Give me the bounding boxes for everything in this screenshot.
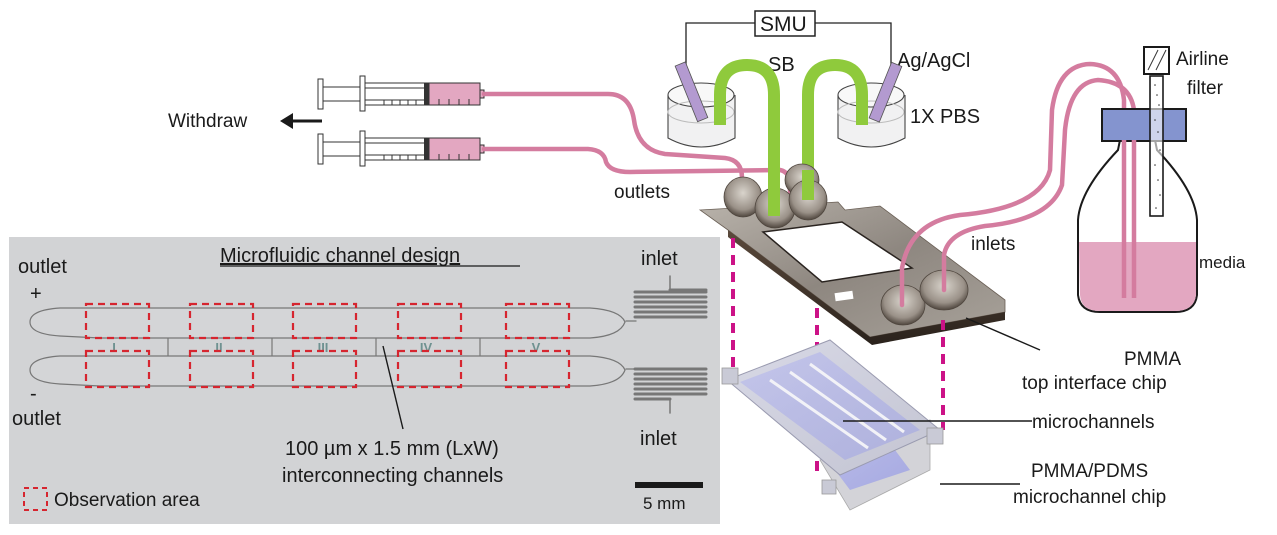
observation-area xyxy=(84,349,151,389)
observation-legend-swatch xyxy=(23,487,48,511)
media-bottle xyxy=(1077,46,1198,313)
scale-bar xyxy=(635,482,703,488)
outlet-tube-1 xyxy=(481,91,745,198)
outlet-top-label: outlet xyxy=(18,256,67,278)
observation-area xyxy=(188,349,255,389)
observation-area xyxy=(504,349,571,389)
airline-filter-label-line2: filter xyxy=(1187,78,1224,99)
salt-bridge-left xyxy=(714,58,780,210)
microchannels-label: microchannels xyxy=(1032,412,1155,433)
filter-tube xyxy=(1149,75,1164,217)
inlets-label: inlets xyxy=(971,234,1015,255)
salt-bridge-label: SB xyxy=(768,54,795,76)
channel-numeral-1: I xyxy=(112,340,116,355)
top-chip-leader-line xyxy=(965,317,1041,351)
withdraw-label: Withdraw xyxy=(168,111,247,132)
media-label: media xyxy=(1199,253,1246,272)
airline-filter-label-line1: Airline xyxy=(1176,49,1229,70)
channel-numeral-4: IV xyxy=(420,340,433,355)
inlet-tube-1 xyxy=(899,61,1127,308)
tubing-in-media xyxy=(1121,140,1137,298)
channel-numeral-5: V xyxy=(532,340,541,355)
channel-numeral-2: II xyxy=(215,340,222,355)
electrode-right xyxy=(868,61,903,123)
bottom-chip-label-line2: microchannel chip xyxy=(1013,487,1166,508)
inlet-tube-2 xyxy=(941,77,1137,301)
bottom-channel xyxy=(29,355,626,387)
withdraw-arrow-icon xyxy=(280,113,322,129)
channel-numeral-3: III xyxy=(318,340,329,355)
salt-bridge-ends xyxy=(768,170,814,216)
media-liquid xyxy=(1079,242,1196,311)
observation-area xyxy=(396,349,463,389)
inlet-top-label: inlet xyxy=(641,248,678,270)
serpentine-inlet-bottom xyxy=(625,367,708,414)
smu-box xyxy=(754,10,816,37)
annotation-leader-line xyxy=(382,345,404,430)
top-chip-label-line2: top interface chip xyxy=(1022,373,1167,394)
outlet-bottom-label: outlet xyxy=(12,408,61,430)
outlet-positive-sign: + xyxy=(30,283,42,305)
electrode-left xyxy=(674,61,709,123)
electrode-label: Ag/AgCl xyxy=(897,50,970,72)
scale-bar-label: 5 mm xyxy=(643,494,686,513)
top-chip-label-line1: PMMA xyxy=(1124,349,1181,370)
beaker-right xyxy=(837,61,906,148)
bottle-cap xyxy=(1101,108,1187,142)
buffer-label: 1X PBS xyxy=(910,106,980,128)
outlets-label: outlets xyxy=(614,182,670,203)
pmma-top-interface-chip xyxy=(698,163,1006,345)
withdraw-group: Withdraw xyxy=(168,111,322,132)
chip-window xyxy=(761,221,915,283)
observation-areas xyxy=(84,302,571,389)
top-channel xyxy=(29,307,626,339)
observation-legend-label: Observation area xyxy=(54,490,200,511)
inlet-tubing xyxy=(899,61,1137,308)
interconnect-dimension-label: 100 µm x 1.5 mm (LxW) xyxy=(285,438,499,460)
syringe-bottom[interactable] xyxy=(317,130,485,167)
smu-circuit: SMU xyxy=(685,10,892,85)
channel-design-panel: outlet + - outlet Microfluidic channel d… xyxy=(9,237,720,524)
design-panel-title: Microfluidic channel design xyxy=(220,245,460,267)
observation-area xyxy=(291,349,358,389)
outlet-negative-sign: - xyxy=(30,383,37,405)
salt-bridge-right xyxy=(802,58,868,210)
interconnect-description-label: interconnecting channels xyxy=(282,465,503,487)
pmma-pdms-microchannel-chip xyxy=(721,339,944,511)
salt-bridges xyxy=(714,58,868,210)
bottom-chip-label-line1: PMMA/PDMS xyxy=(1031,461,1148,482)
syringe-top[interactable] xyxy=(317,75,485,112)
inlet-bottom-label: inlet xyxy=(640,428,677,450)
serpentine-inlet-top xyxy=(625,275,708,322)
smu-label: SMU xyxy=(760,13,807,36)
interconnect-walls xyxy=(167,338,481,356)
